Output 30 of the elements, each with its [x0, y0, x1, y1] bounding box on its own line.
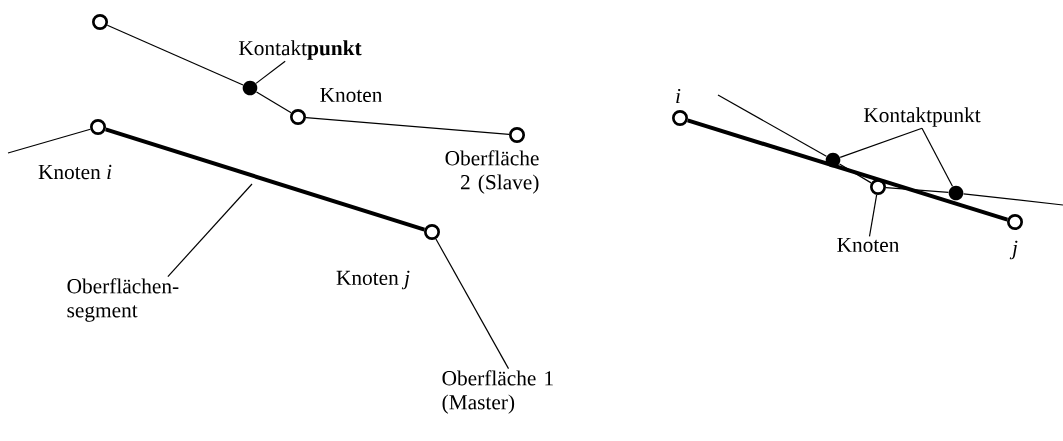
- node-label: i: [676, 88, 681, 104]
- node-label: j: [1009, 240, 1018, 260]
- surface-line: [7, 128, 91, 154]
- text-label: Oberflächen- segment: [67, 278, 179, 322]
- text-label: Oberfläche 1 (Master): [442, 370, 553, 414]
- leader-line: [839, 127, 923, 159]
- surface-line: [105, 127, 425, 232]
- text-label: Kontaktpunkt: [238, 40, 362, 60]
- surface-line: [305, 117, 510, 135]
- contact-point-dot: [948, 185, 964, 201]
- node-label: Knotenj: [336, 270, 410, 290]
- surface-line: [838, 163, 872, 184]
- leader-line: [255, 60, 286, 84]
- surface-line: [687, 118, 1008, 222]
- text-label: Knoten: [837, 237, 900, 253]
- surface-line: [885, 187, 950, 193]
- contact-point-dot: [825, 152, 841, 168]
- surface-line: [717, 94, 827, 157]
- contact-point-dot: [242, 80, 258, 96]
- node-label: Knoten: [320, 87, 383, 103]
- node-label: Oberfläche 2 (Slave): [445, 150, 539, 194]
- surface-line: [255, 91, 292, 114]
- surface-line: [106, 24, 244, 86]
- node-label: Knoten i: [38, 164, 112, 180]
- leader-line: [868, 194, 878, 237]
- leader-line: [921, 127, 954, 187]
- text-label: Kontaktpunkt: [863, 107, 981, 127]
- surface-line: [962, 193, 1063, 206]
- leader-line: [167, 183, 253, 278]
- leader-line: [435, 238, 510, 370]
